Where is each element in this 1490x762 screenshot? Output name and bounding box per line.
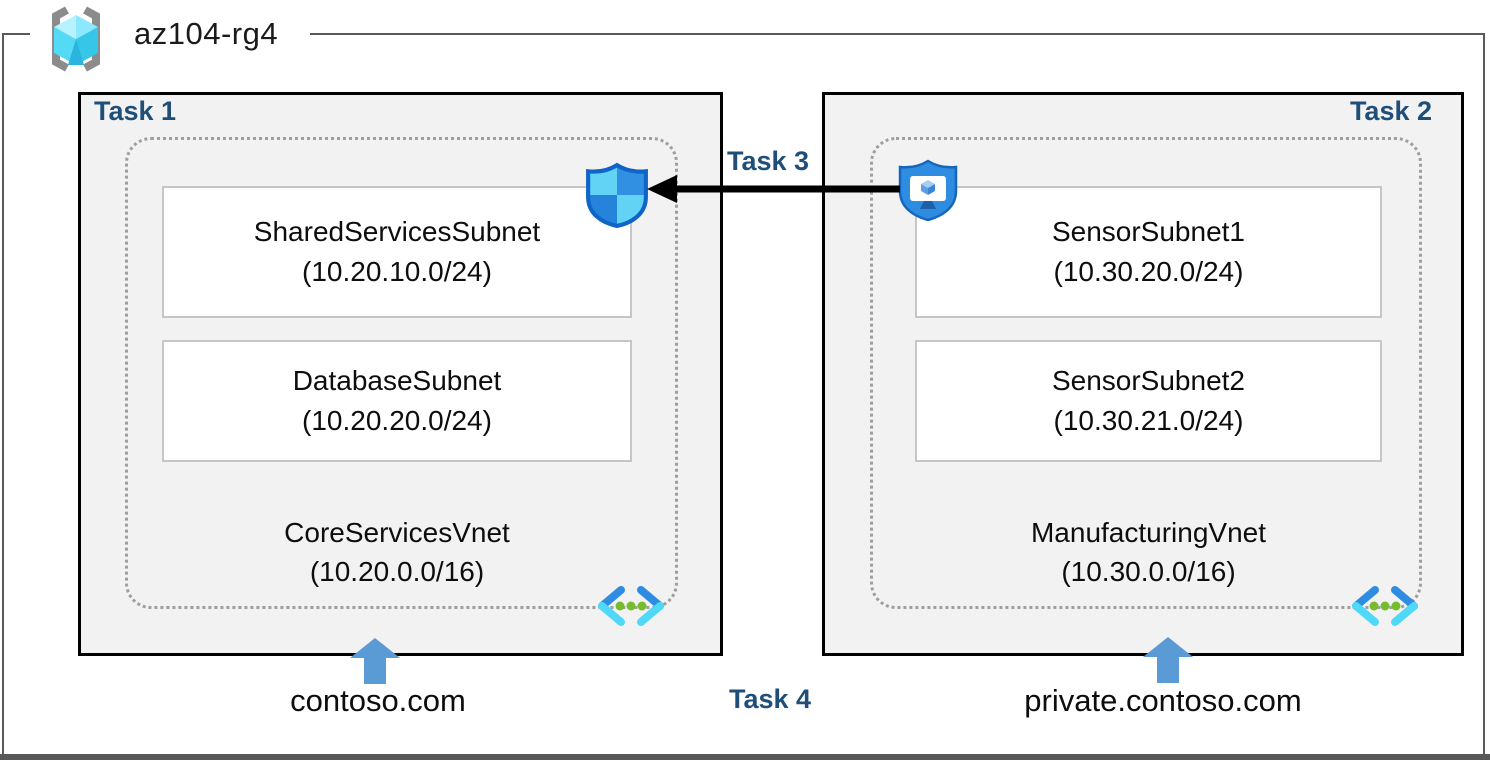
frame-top-right-segment (310, 33, 1485, 35)
private-contoso-domain-label: private.contoso.com (1024, 683, 1302, 718)
dns-up-arrow (1143, 637, 1193, 683)
resource-group-icon (52, 6, 100, 72)
frame-top-left-segment (2, 33, 30, 35)
virtual-network-icon (598, 586, 664, 626)
core-services-vnet-boundary (125, 137, 678, 609)
subnet-name: SharedServicesSubnet (253, 216, 541, 248)
subnet-name: SensorSubnet1 (1051, 216, 1246, 248)
vnet-name: CoreServicesVnet (284, 517, 510, 548)
shared-services-subnet-box: SharedServicesSubnet (10.20.10.0/24) (162, 186, 632, 318)
virtual-network-icon (1352, 586, 1418, 626)
network-security-group-shield-icon (586, 162, 648, 228)
task1-label: Task 1 (94, 96, 177, 126)
task4-label: Task 4 (728, 684, 812, 714)
frame-left-border (2, 33, 4, 755)
frame-bottom-border (0, 754, 1490, 760)
vnet-name: ManufacturingVnet (1030, 517, 1267, 548)
peering-left-arrow (647, 175, 900, 203)
subnet-cidr: (10.30.20.0/24) (1053, 256, 1244, 287)
contoso-domain-label: contoso.com (290, 683, 466, 718)
subnet-cidr: (10.20.10.0/24) (302, 256, 492, 287)
database-subnet-box: DatabaseSubnet (10.20.20.0/24) (162, 340, 632, 462)
subnet-name: SensorSubnet2 (1051, 365, 1246, 397)
task3-label: Task 3 (726, 146, 810, 176)
subnet-cidr: (10.30.21.0/24) (1053, 405, 1244, 436)
sensor-subnet2-box: SensorSubnet2 (10.30.21.0/24) (915, 340, 1382, 462)
vnet-cidr: (10.20.0.0/16) (309, 556, 485, 588)
dns-up-arrow (350, 638, 400, 684)
subnet-name: DatabaseSubnet (292, 365, 502, 397)
vnet-cidr: (10.30.0.0/16) (1061, 556, 1236, 588)
core-services-vnet-label: CoreServicesVnet (10.20.0.0/16) (162, 513, 632, 591)
frame-right-border (1483, 33, 1485, 755)
resource-group-title: az104-rg4 (134, 16, 279, 51)
manufacturing-vnet-boundary (870, 137, 1422, 609)
shielded-vm-monitor-icon (898, 159, 958, 221)
subnet-cidr: (10.20.20.0/24) (302, 405, 492, 436)
sensor-subnet1-box: SensorSubnet1 (10.30.20.0/24) (915, 186, 1382, 318)
manufacturing-vnet-label: ManufacturingVnet (10.30.0.0/16) (915, 513, 1382, 591)
task2-label: Task 2 (1349, 96, 1432, 126)
